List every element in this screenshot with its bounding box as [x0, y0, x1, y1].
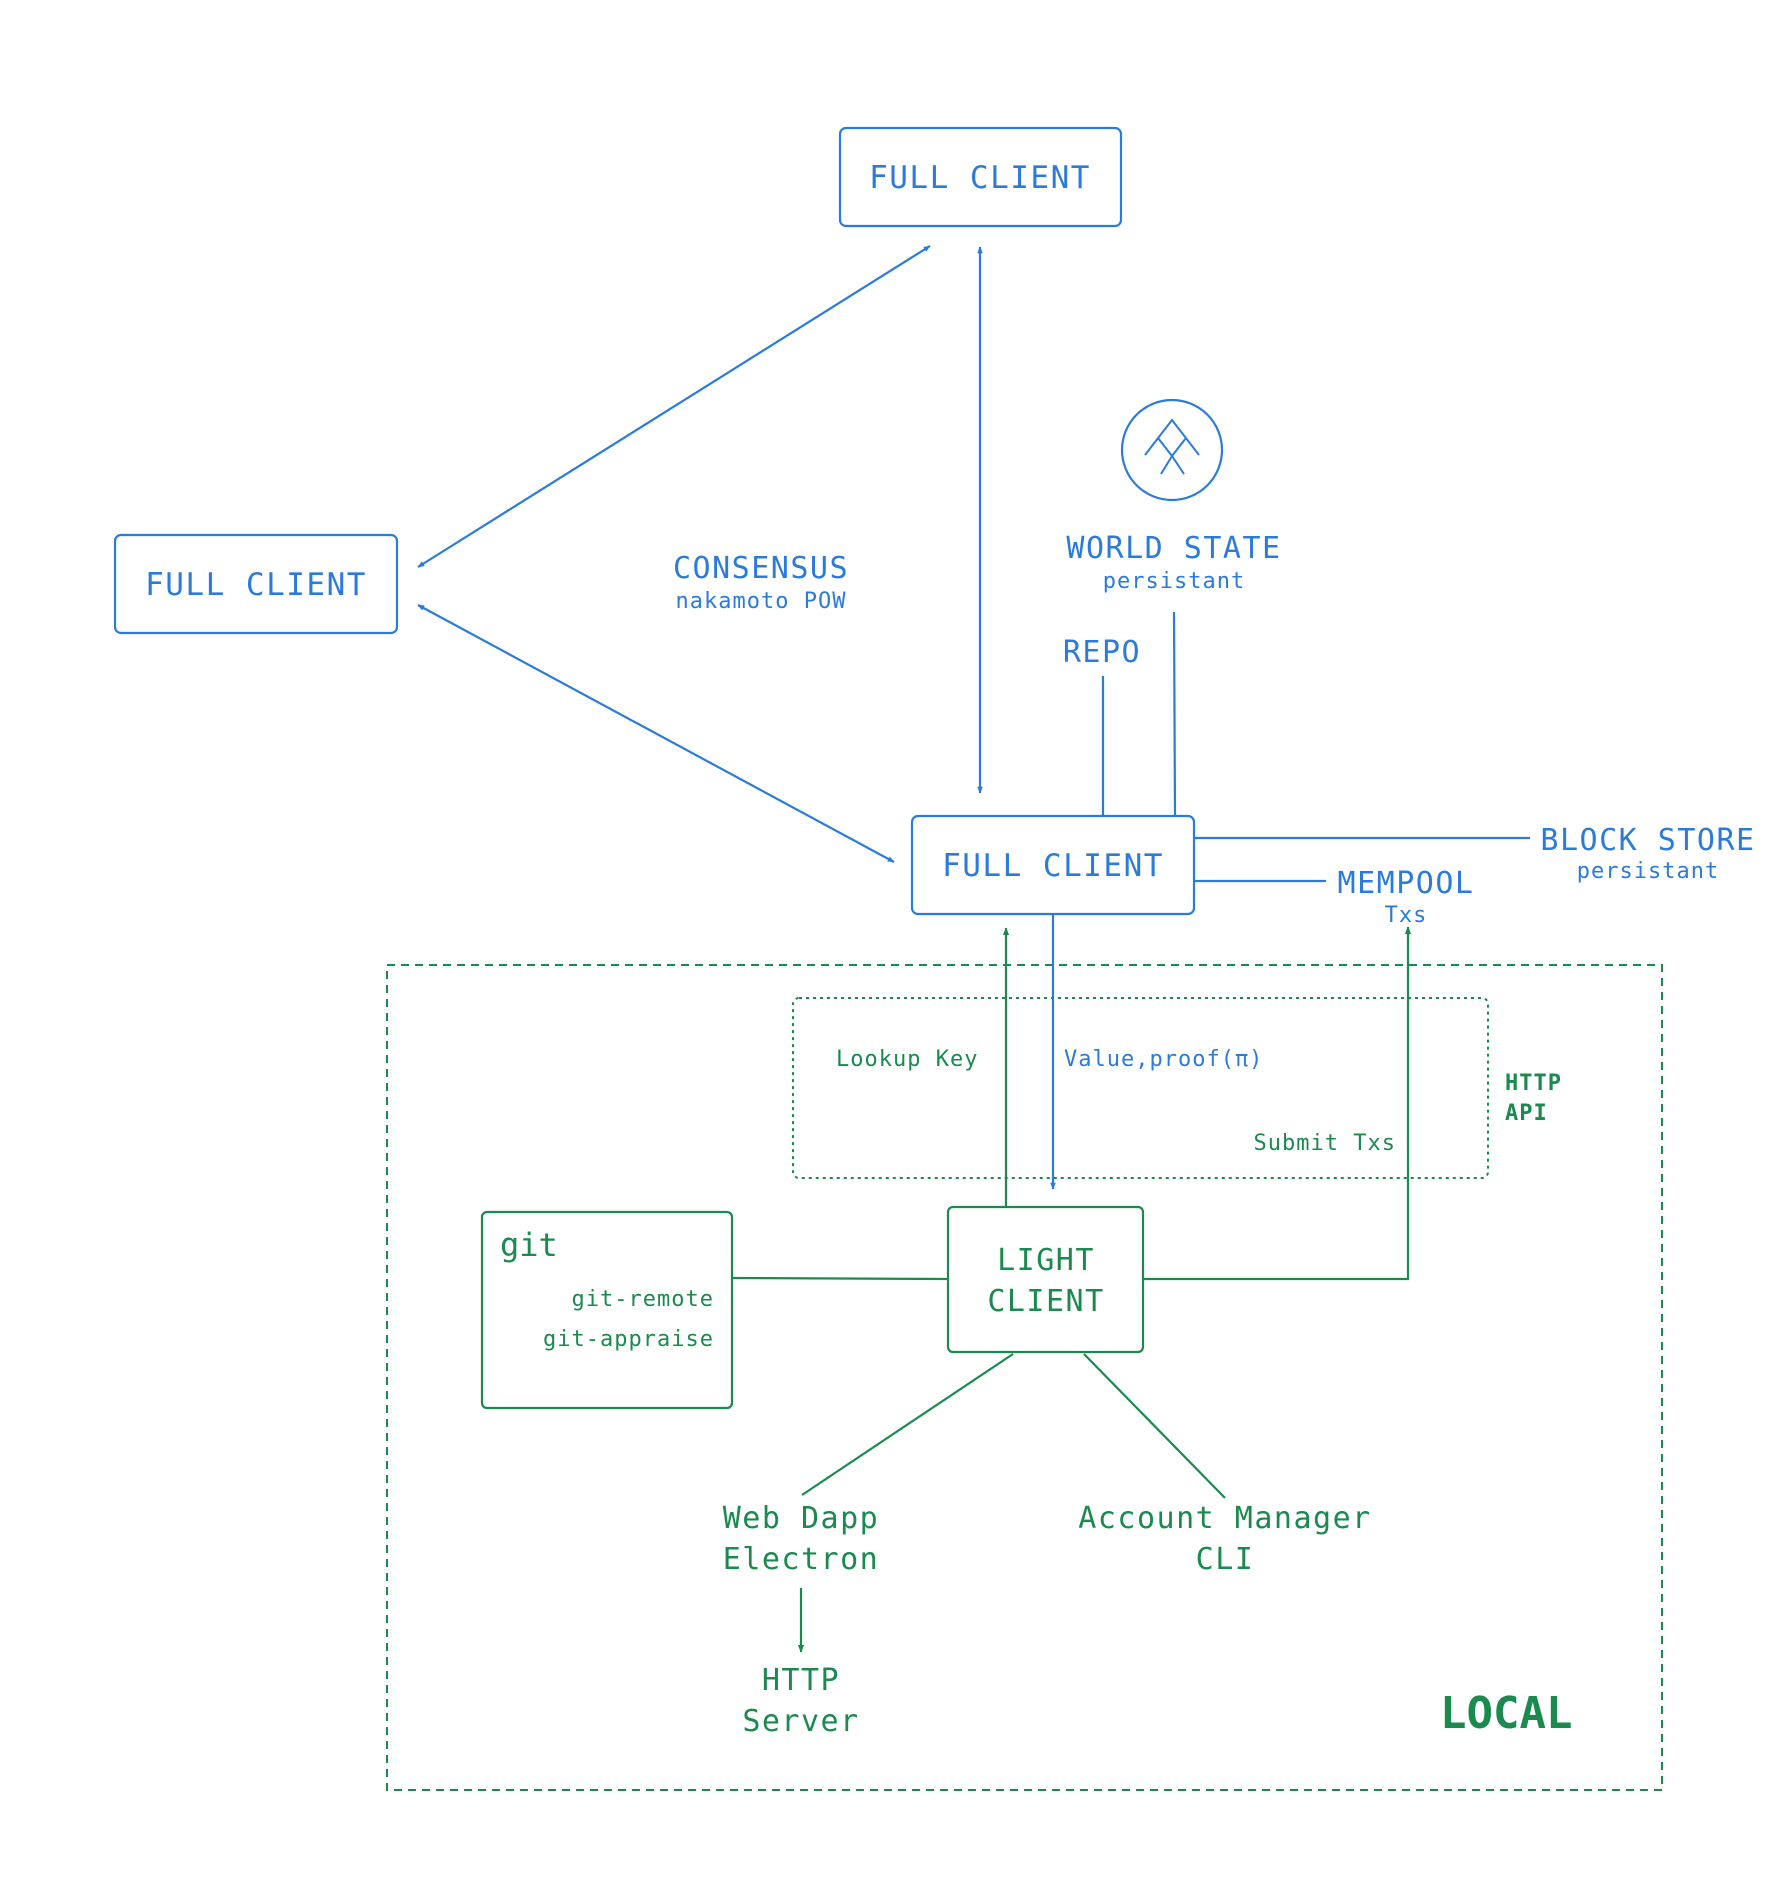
submit-txs-label: Submit Txs: [1254, 1131, 1396, 1156]
account-manager-label-line2: CLI: [1196, 1542, 1255, 1577]
tree-icon: [1120, 398, 1224, 502]
git-title: git: [500, 1226, 558, 1264]
edge-left-top: [417, 245, 931, 568]
light-client-label-line2: CLIENT: [987, 1284, 1104, 1319]
light-client[interactable]: [946, 1205, 1145, 1354]
http-api-label-line1: HTTP: [1505, 1071, 1562, 1096]
top-full-client-label: FULL CLIENT: [869, 160, 1091, 196]
edge-submit-txs: [1143, 926, 1412, 1281]
world-state-title: WORLD STATE: [1066, 531, 1281, 566]
edge-left-main: [417, 604, 895, 863]
web-dapp-label-line2: Electron: [723, 1542, 880, 1577]
edge-account-manager: [1083, 1353, 1226, 1499]
http-api-label-line2: API: [1505, 1101, 1548, 1126]
consensus-subtitle: nakamoto POW: [676, 589, 847, 614]
account-manager-label-line1: Account Manager: [1078, 1501, 1371, 1536]
local-region: [386, 964, 1663, 1791]
http-api-region: [792, 997, 1489, 1179]
left-full-client-label: FULL CLIENT: [145, 567, 367, 603]
local-label: LOCAL: [1440, 1688, 1572, 1739]
mempool-subtitle: Txs: [1385, 903, 1428, 928]
light-client-label-line1: LIGHT: [997, 1243, 1095, 1278]
block-store-subtitle: persistant: [1577, 859, 1719, 884]
consensus-title: CONSENSUS: [673, 551, 849, 586]
value-proof-label: Value,proof(π): [1064, 1047, 1263, 1072]
main-full-client-label: FULL CLIENT: [942, 848, 1164, 884]
main-full-client[interactable]: [910, 814, 1196, 916]
left-full-client[interactable]: [113, 533, 399, 635]
top-full-client[interactable]: [838, 126, 1123, 228]
edge-git: [731, 1276, 949, 1281]
http-server-label-line2: Server: [742, 1704, 859, 1739]
edge-web-dapp: [801, 1353, 1014, 1496]
web-dapp-label-line1: Web Dapp: [723, 1501, 880, 1536]
http-server-label-line1: HTTP: [762, 1663, 840, 1698]
edge-world-state: [1172, 611, 1177, 816]
mempool-title: MEMPOOL: [1338, 866, 1475, 901]
lookup-key-label: Lookup Key: [836, 1047, 978, 1072]
world-state-subtitle: persistant: [1103, 569, 1245, 594]
git-appraise-item: git-appraise: [543, 1327, 714, 1352]
repo-label: REPO: [1063, 635, 1141, 670]
git-box[interactable]: [480, 1210, 734, 1410]
block-store-title: BLOCK STORE: [1540, 823, 1755, 858]
git-remote-item: git-remote: [572, 1287, 714, 1312]
